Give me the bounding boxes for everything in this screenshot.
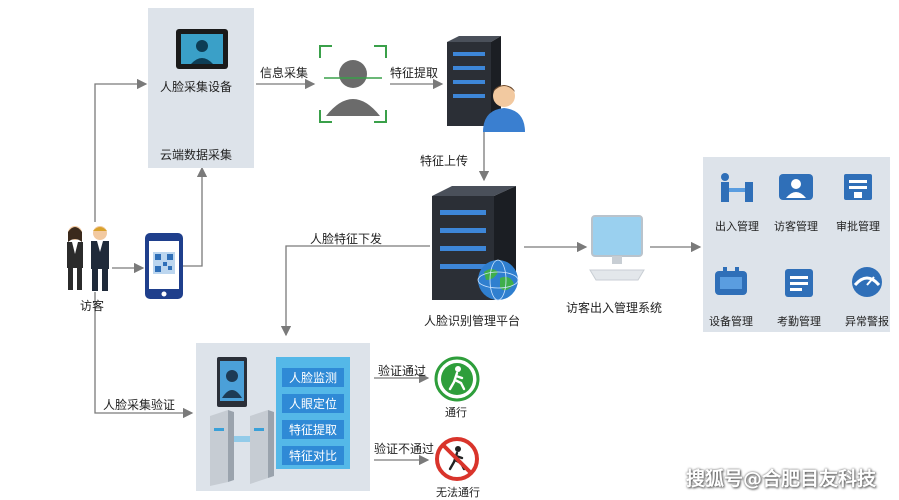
no-go-label: 无法通行 [436,486,480,499]
go-label: 通行 [445,406,467,419]
attendance-icon [785,269,813,297]
pass-fail-label: 验证不通过 [374,442,435,456]
face-gate-terminal-icon [217,357,247,407]
module-attendance: 考勤管理 [764,265,834,329]
watermark: 搜狐号@合肥目友科技 [686,468,877,490]
device-mgmt-icon [715,267,747,295]
alarm-icon [852,267,882,297]
verify-step-eye-locate: 人眼定位 [282,394,344,413]
approval-icon [844,174,872,200]
face-device-label: 人脸采集设备 [160,80,233,94]
module-label: 设备管理 [709,315,753,328]
module-visitor: 访客管理 [761,170,831,234]
verify-step-feature-extract: 特征提取 [282,420,344,439]
no-pass-icon [435,437,479,481]
module-entry-exit: 出入管理 [702,170,772,234]
face-verify-label: 人脸采集验证 [103,398,176,412]
feature-upload-label: 特征上传 [420,154,469,168]
go-walk-icon [434,356,480,402]
module-approval: 审批管理 [823,170,893,234]
visitor-mgmt-icon [779,174,813,200]
visitor-system-label: 访客出入管理系统 [566,301,663,315]
cloud-capture-label: 云端数据采集 [160,148,233,162]
phone-qr-icon [145,233,183,299]
turnstile-gate-icon [210,410,274,486]
pass-ok-label: 验证通过 [378,364,427,378]
visitor-label: 访客 [80,299,105,313]
verify-step-feature-compare: 特征对比 [282,446,344,465]
visitors-icon [67,226,109,291]
entry-exit-icon [721,173,753,202]
user-avatar-icon [483,85,525,132]
module-label: 出入管理 [715,220,759,233]
info-capture-label: 信息采集 [260,66,309,80]
module-label: 异常警报 [845,315,889,328]
module-alarm: 异常警报 [832,265,899,329]
feature-dispatch-label: 人脸特征下发 [310,232,383,246]
globe-icon [477,259,519,301]
module-label: 考勤管理 [777,315,821,328]
face-scan-icon [319,45,387,123]
computer-icon [589,215,645,281]
module-label: 访客管理 [774,220,818,233]
verify-step-face-detect: 人脸监测 [282,368,344,387]
face-terminal-icon [176,29,228,69]
module-label: 审批管理 [836,220,880,233]
feature-extract-label: 特征提取 [390,66,439,80]
platform-label: 人脸识别管理平台 [424,314,521,328]
module-device: 设备管理 [696,265,766,329]
server-icon [447,36,501,126]
